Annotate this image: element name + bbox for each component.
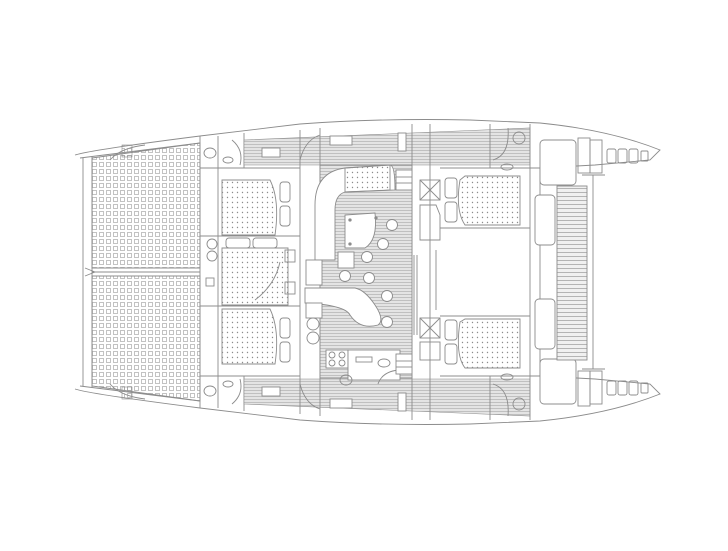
- galley-island: [304, 287, 382, 327]
- side-decks: [243, 124, 531, 420]
- aft-deck: [534, 137, 649, 407]
- forward-cabins: [200, 133, 300, 411]
- toilet-icon: [512, 397, 526, 411]
- cabinet-x: [419, 179, 441, 201]
- center-fwd-berth: [221, 247, 289, 306]
- sink-icon: [306, 317, 320, 331]
- aft-cabins: [440, 124, 540, 420]
- toilet-icon: [203, 385, 217, 397]
- aft-teak-platform: [556, 185, 588, 361]
- toilet-icon: [203, 147, 217, 159]
- cooktop: [325, 349, 349, 369]
- stool: [386, 219, 398, 231]
- toilet-icon: [512, 131, 526, 145]
- forward-trampoline: [84, 142, 201, 402]
- dinette-table: [344, 212, 376, 249]
- salon: [304, 164, 418, 386]
- stbd-fwd-berth: [221, 308, 278, 365]
- mid-cabinets: [419, 179, 441, 361]
- port-fwd-berth: [221, 179, 278, 236]
- stbd-aft-berth: [457, 318, 521, 369]
- port-aft-berth: [457, 175, 521, 226]
- toilet-icon: [339, 374, 353, 386]
